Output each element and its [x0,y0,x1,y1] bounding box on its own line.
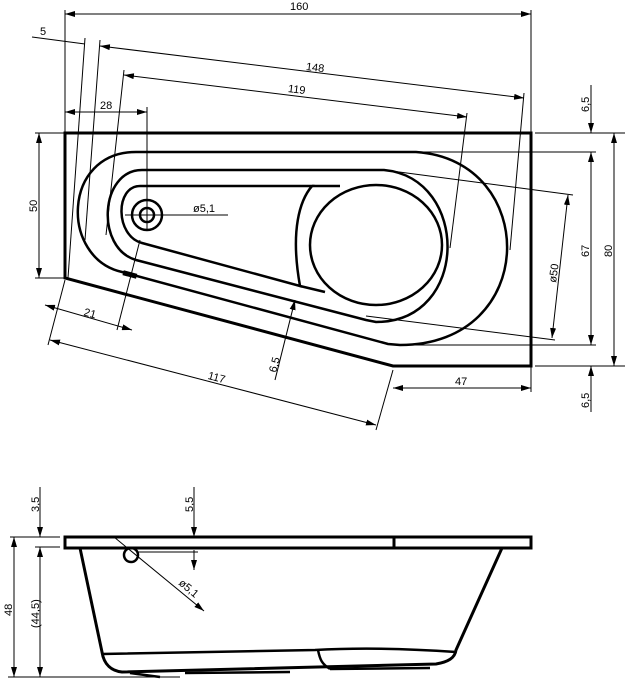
dim-drain-diameter: ø5,1 [193,203,215,215]
dim-rim-top: 6,5 [580,97,592,112]
side-dimension-lines [8,487,205,678]
tub-body [78,547,504,674]
foot-circle [308,183,444,307]
overflow-hole [122,546,140,564]
dim-overflow-diameter: ø5,1 [176,577,201,600]
dim-21: 21 [82,307,97,322]
tub-base-line [101,647,457,656]
dim-148: 148 [305,61,325,75]
dim-67: 67 [580,245,592,257]
dim-total-height: 48 [3,604,15,616]
dim-rim-bottom: 6,5 [580,393,592,408]
top-view: 160 5 148 119 28 50 ø5,1 6,5 67 80 ø50 2… [28,1,625,431]
rim [63,535,533,550]
feet [129,649,431,679]
drain-mark [122,270,138,279]
dim-circle-diameter: ø50 [547,263,562,283]
dim-80: 80 [603,245,615,257]
dim-overflow-offset: 5,5 [184,497,196,512]
dim-5: 5 [40,26,46,38]
dim-28: 28 [100,100,112,112]
pillow-recess [299,184,340,294]
dimension-lines [31,10,625,431]
outer-basin-edge [76,150,509,347]
dim-50: 50 [28,200,40,212]
middle-basin-edge [106,168,449,324]
dim-rim-front: 6,5 [267,356,283,374]
tub-outline [63,131,533,368]
dim-160: 160 [290,1,308,13]
dim-117: 117 [206,370,226,386]
side-view: 3,5 5,5 ø5,1 48 (44,5) [3,487,533,679]
dim-47: 47 [455,376,467,388]
dim-119: 119 [287,83,306,97]
dim-inner-depth: (44,5) [30,599,42,628]
dim-rim-thickness: 3,5 [30,497,42,512]
